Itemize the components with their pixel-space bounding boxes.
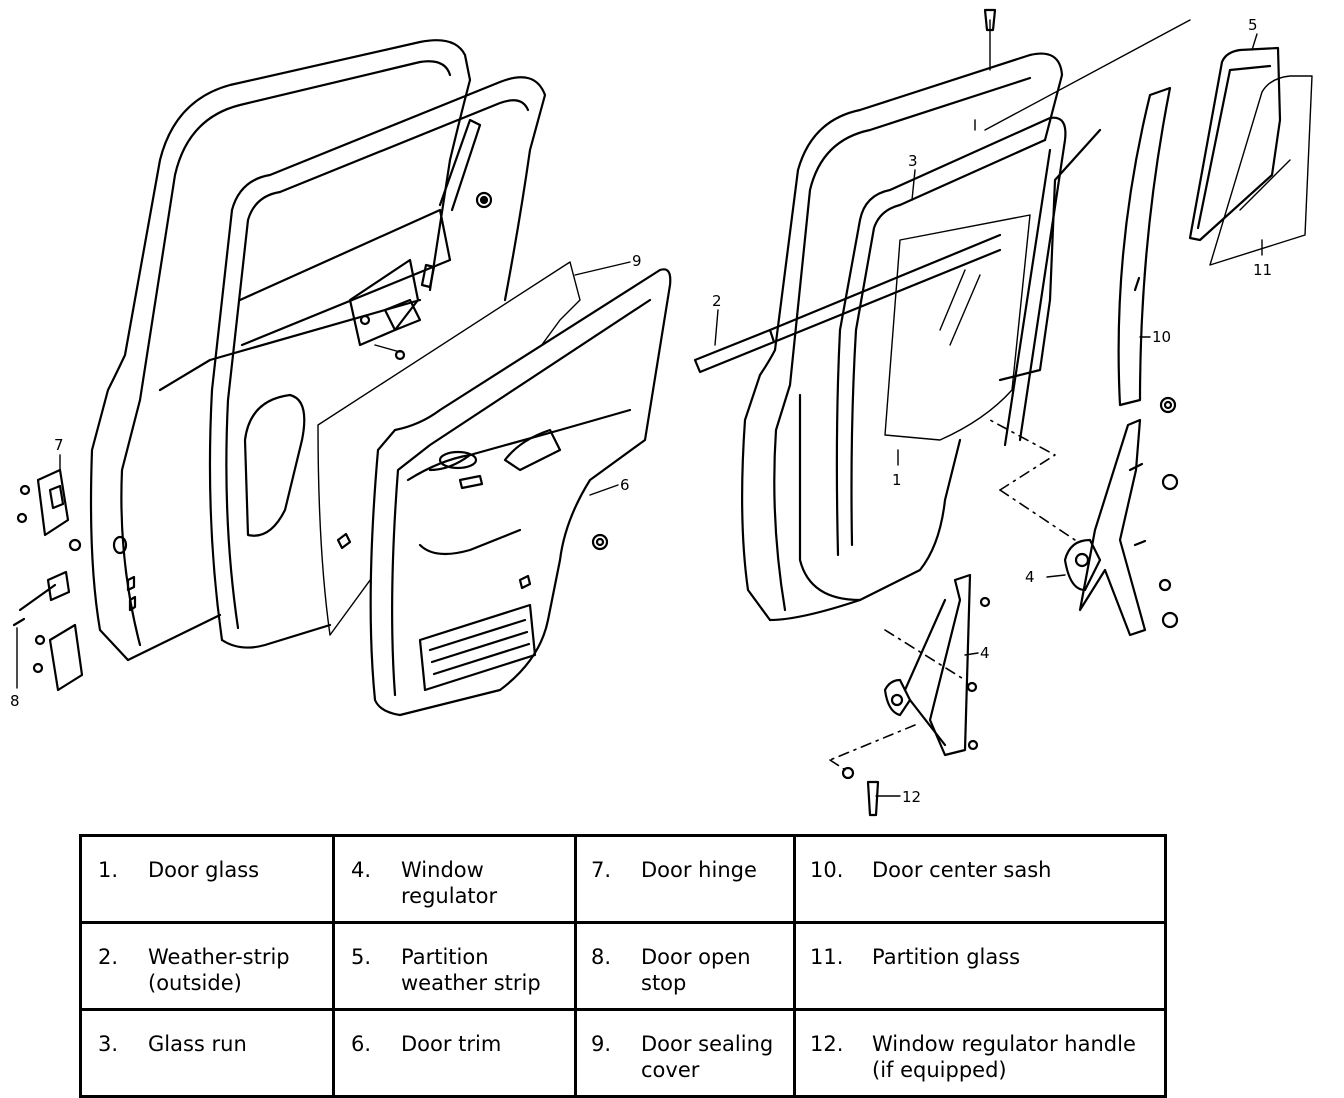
- legend-cell: 6. Door trim: [332, 1008, 577, 1098]
- legend-label: Window regulator handle (if equipped): [872, 1032, 1136, 1082]
- latch-bracket: [348, 258, 436, 361]
- callout-1: 1: [892, 471, 902, 489]
- glass-run: [835, 116, 1067, 557]
- legend-label: Door open stop: [641, 945, 751, 995]
- legend-label: Glass run: [148, 1032, 247, 1056]
- legend-cell: 2. Weather-strip (outside): [79, 921, 335, 1011]
- partition-glass: [1209, 75, 1313, 266]
- legend-label: Window regulator: [401, 858, 498, 908]
- legend-cell: 3. Glass run: [79, 1008, 335, 1098]
- callout-7: 7: [54, 436, 64, 454]
- callout-12: 12: [902, 788, 921, 806]
- legend-number: 4.: [351, 858, 372, 882]
- window-regulator-right: [1063, 418, 1179, 637]
- legend-number: 11.: [810, 945, 844, 969]
- callout-9: 9: [632, 252, 642, 270]
- legend-label: Door glass: [148, 858, 260, 882]
- legend-number: 8.: [591, 945, 612, 969]
- callout-5: 5: [1248, 16, 1258, 34]
- door-hinges: [12, 468, 84, 692]
- legend-cell: 1. Door glass: [79, 834, 335, 924]
- legend-row: 2. Weather-strip (outside) 5. Partition we…: [79, 921, 1167, 1011]
- legend-number: 3.: [98, 1032, 119, 1056]
- guide-lines: [829, 8, 1191, 774]
- door-frame-left: [208, 76, 547, 649]
- legend-number: 1.: [98, 858, 119, 882]
- legend-row: 3. Glass run 6. Door trim 9. Door sealing c…: [79, 1008, 1167, 1098]
- legend-cell: 10. Door center sash: [793, 834, 1167, 924]
- legend-cell: 9. Door sealing cover: [574, 1008, 796, 1098]
- legend-number: 6.: [351, 1032, 372, 1056]
- legend-cell: 5. Partition weather strip: [332, 921, 577, 1011]
- center-sash: [1117, 86, 1177, 414]
- legend-number: 7.: [591, 858, 612, 882]
- legend-number: 12.: [810, 1032, 844, 1056]
- legend-cell: 12. Window regulator handle (if equipped): [793, 1008, 1167, 1098]
- legend-cell: 4. Window regulator: [332, 834, 577, 924]
- callout-4b: 4: [980, 644, 990, 662]
- legend-cell: 11. Partition glass: [793, 921, 1167, 1011]
- callout-8: 8: [10, 692, 20, 710]
- legend-label: Partition glass: [872, 945, 1021, 969]
- legend-number: 10.: [810, 858, 844, 882]
- legend-label: Weather-strip (outside): [148, 945, 290, 995]
- legend-number: 5.: [351, 945, 372, 969]
- door-shell-right: [741, 52, 1102, 622]
- legend-number: 2.: [98, 945, 119, 969]
- legend-label: Door hinge: [641, 858, 757, 882]
- door-trim: [369, 268, 672, 717]
- callout-leaders: [16, 33, 1263, 797]
- exploded-door-diagram: 1 2 3 4 4 5 6 7 8 9 10 11 12: [10, 8, 1313, 817]
- legend-label: Partition weather strip: [401, 945, 541, 995]
- callout-11: 11: [1253, 261, 1272, 279]
- weather-strip-outside: [693, 233, 1002, 374]
- callout-10: 10: [1152, 328, 1171, 346]
- legend-cell: 8. Door open stop: [574, 921, 796, 1011]
- legend-row: 1. Door glass 4. Window regulator 7. Door h…: [79, 834, 1167, 924]
- legend-label: Door trim: [401, 1032, 502, 1056]
- legend-label: Door center sash: [872, 858, 1052, 882]
- door-glass: [884, 214, 1031, 441]
- parts-legend-table: 1. Door glass 4. Window regulator 7. Door h…: [79, 834, 1167, 1098]
- window-regulator-lower: [841, 573, 991, 817]
- callout-2: 2: [712, 292, 722, 310]
- legend-cell: 7. Door hinge: [574, 834, 796, 924]
- legend-number: 9.: [591, 1032, 612, 1056]
- legend-label: Door sealing cover: [641, 1032, 774, 1082]
- door-shell-left: [89, 39, 472, 662]
- partition-weather-strip: [1188, 46, 1282, 242]
- callout-4a: 4: [1025, 568, 1035, 586]
- callout-6: 6: [620, 476, 630, 494]
- callout-3: 3: [908, 152, 918, 170]
